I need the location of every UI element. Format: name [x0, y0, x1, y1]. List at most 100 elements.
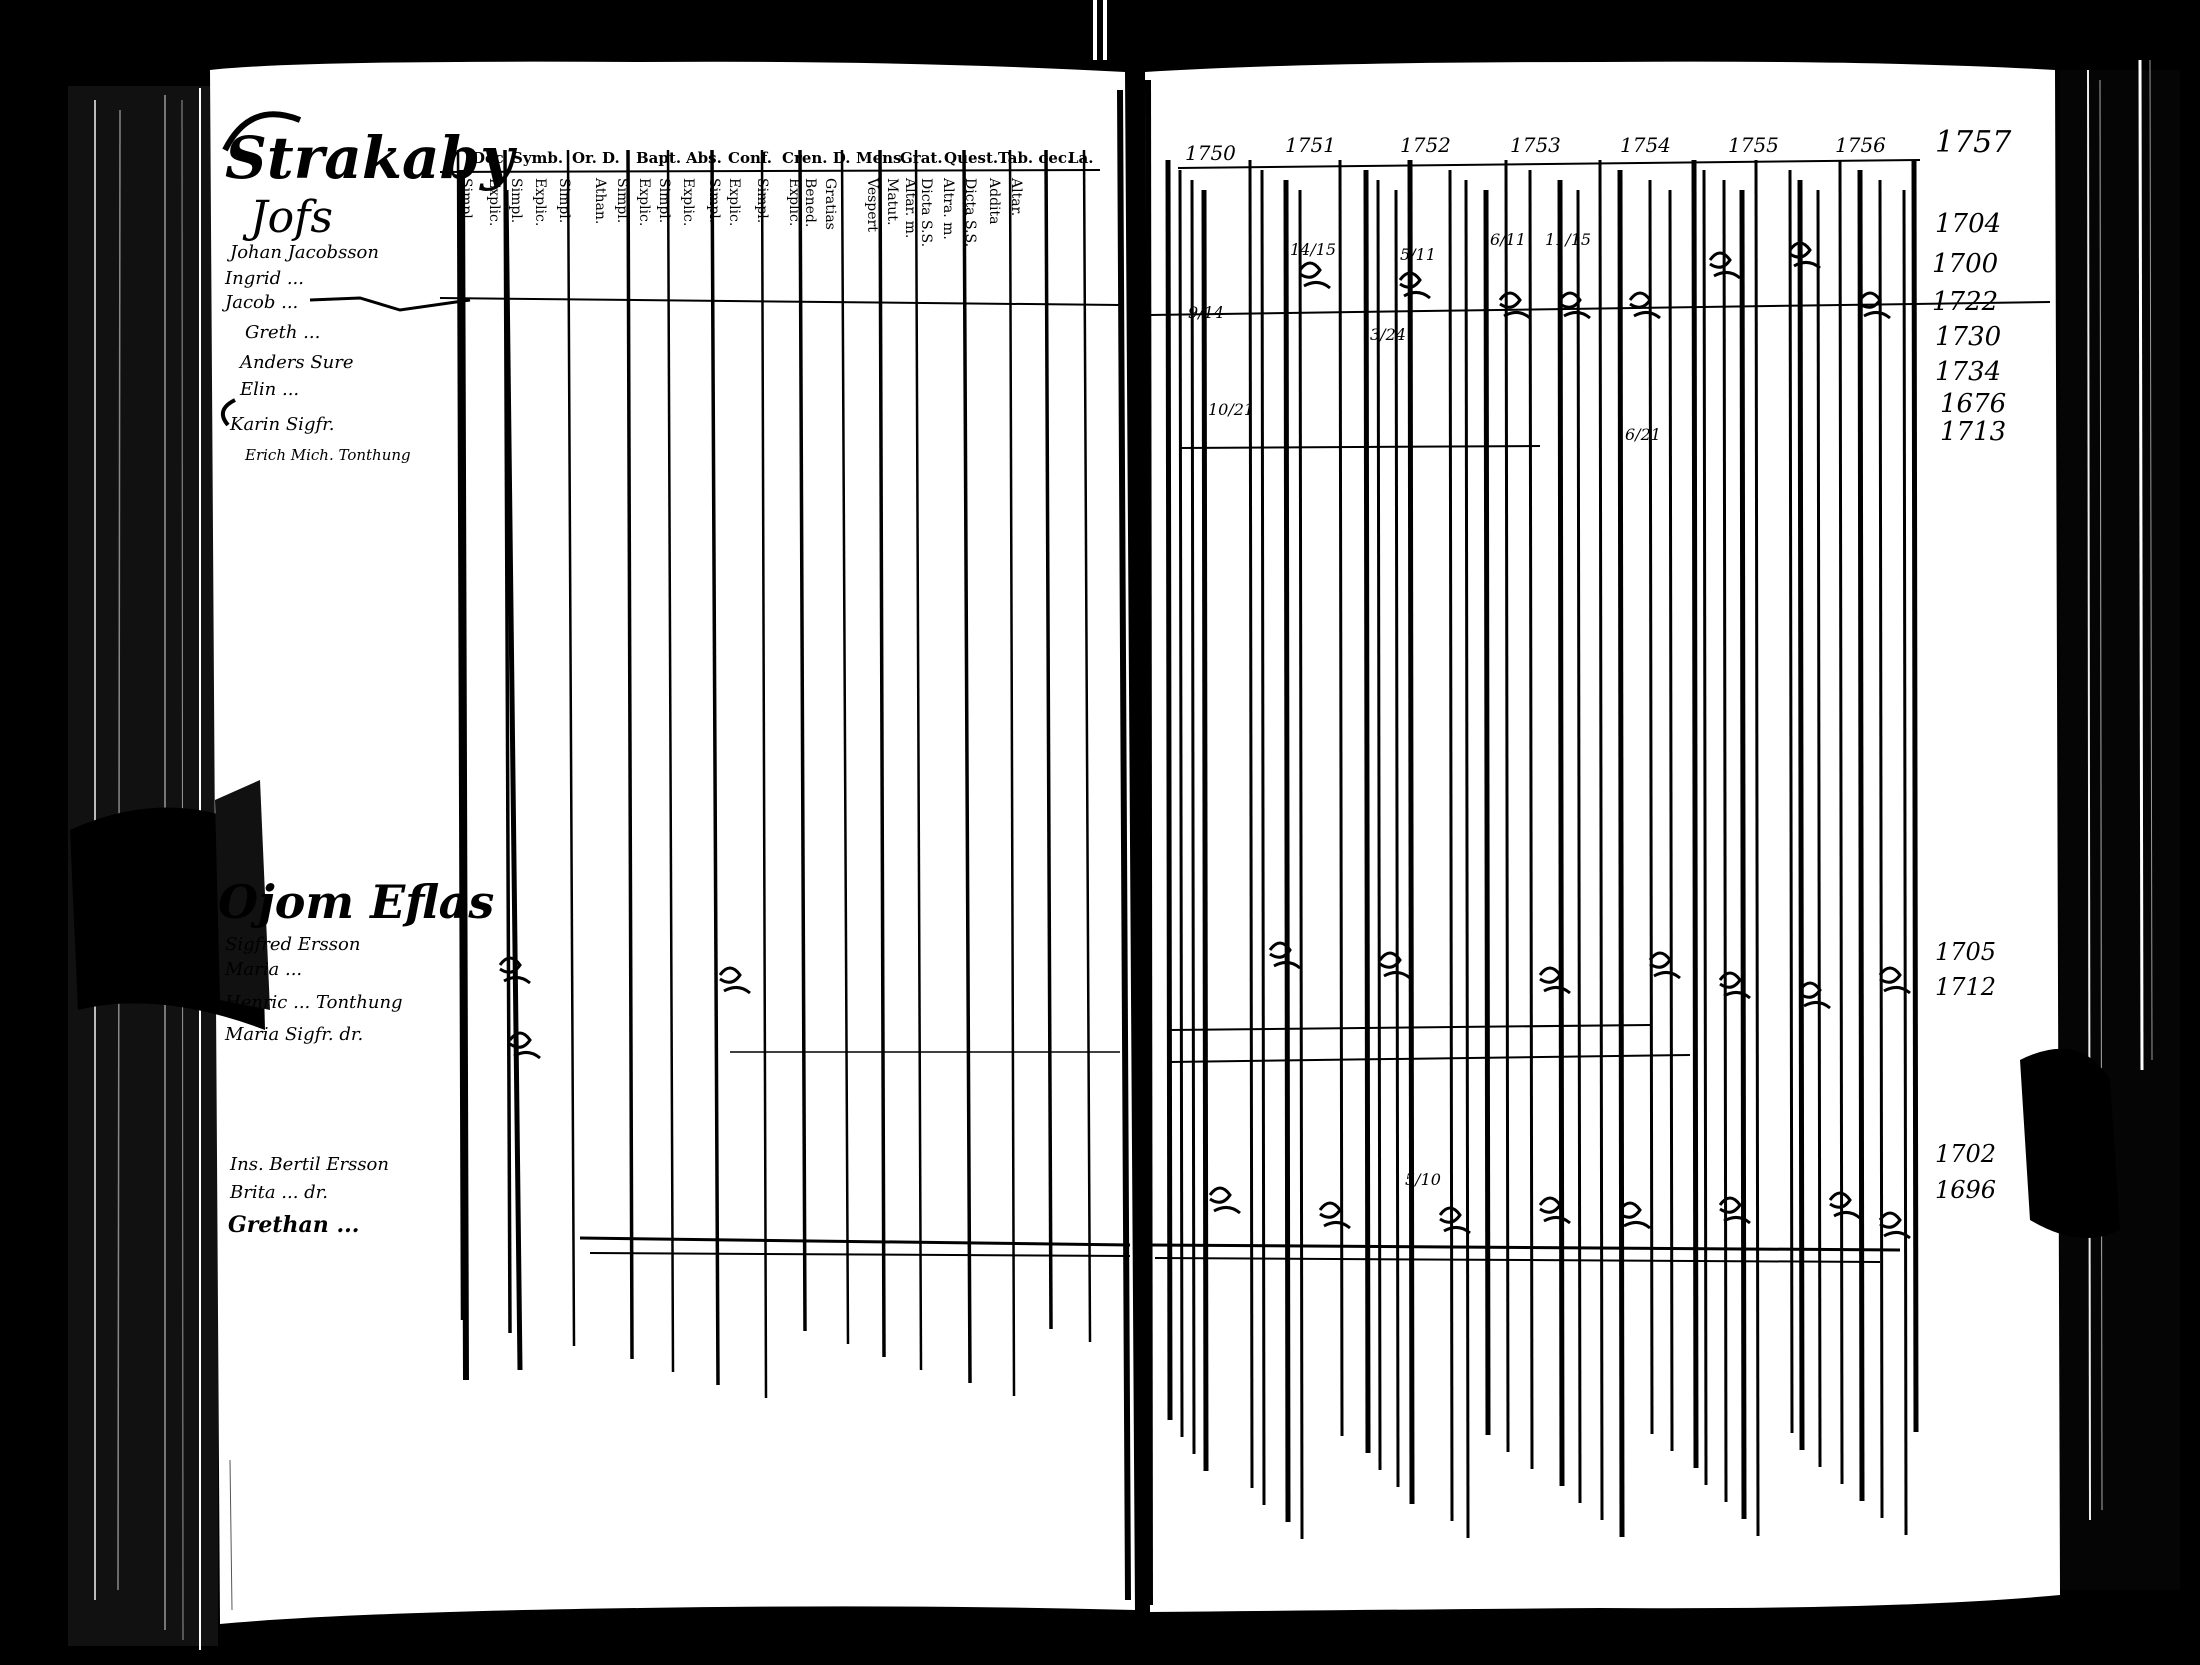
ink-flourish: [1208, 1186, 1241, 1215]
birth-year: 1676: [1940, 389, 2006, 419]
subheader-label: Simpl.: [706, 178, 722, 223]
column-rule: [1178, 169, 1184, 1438]
column-rule: [1363, 169, 1371, 1454]
subheader-label: Explic.: [532, 178, 548, 226]
subheader-label: Simpl.: [754, 178, 770, 223]
year-label: 1751: [1285, 133, 1336, 157]
column-rule: [1165, 159, 1173, 1421]
column-rule: [1483, 189, 1491, 1436]
column-rule: [1260, 169, 1266, 1506]
ink-flourish: [508, 1031, 541, 1060]
ink-flourish: [1648, 951, 1681, 980]
hdr-dec: Dec: [472, 149, 504, 167]
subheader-label: Dicta S.S.: [962, 178, 978, 247]
right-page: [1145, 61, 2120, 1613]
column-rule: [503, 189, 523, 1371]
column-rule: [710, 149, 720, 1386]
mark: 5/11: [1400, 245, 1436, 264]
column-rule: [840, 149, 850, 1345]
column-rule: [1598, 159, 1604, 1521]
birth-year: 1700: [1932, 249, 1998, 279]
subheader-label: Simpl.: [458, 178, 474, 223]
column-rule: [1617, 169, 1625, 1538]
year-label: 1753: [1510, 133, 1561, 157]
person-name: Maria Sigfr. dr.: [224, 1024, 363, 1045]
column-rule: [1557, 179, 1565, 1487]
subheader-label: Explic.: [726, 178, 742, 226]
column-rule: [1082, 149, 1092, 1343]
ink-flourish: [1318, 1201, 1351, 1230]
subheader-label: Altra. m.: [940, 177, 956, 240]
year-label: 1757: [1935, 125, 2012, 160]
column-rule: [1190, 179, 1196, 1455]
birth-year: 1722: [1932, 287, 1998, 317]
column-rule: [1691, 159, 1699, 1469]
subheader-label: Explic.: [486, 178, 502, 226]
ink-flourish: [1538, 1196, 1571, 1225]
subheader-label: Addita: [986, 177, 1002, 224]
column-rule: [1668, 189, 1674, 1452]
column-rule: [1878, 179, 1884, 1519]
person-name: Grethan ...: [228, 1212, 359, 1238]
column-rule: [1857, 169, 1865, 1502]
subheader-label: Simpl.: [556, 178, 572, 223]
mark: 5/10: [1405, 1170, 1441, 1189]
person-name: Henric ... Tonthung: [224, 992, 403, 1013]
column-rule: [1902, 189, 1908, 1536]
column-rule: [1248, 159, 1254, 1489]
right-book-edge: [2060, 59, 2180, 1590]
ink-flourish: [1718, 1196, 1751, 1225]
ink-flourish: [1798, 981, 1831, 1010]
subheader-label: Dicta S.S.: [918, 178, 934, 247]
place-title: Strakaby: [225, 124, 518, 192]
year-label: 1750: [1185, 141, 1236, 165]
group-2: Ojom Eflas Sigfred Ersson Maria ... Henr…: [218, 875, 494, 1045]
person-name: Elin ...: [239, 379, 299, 400]
ink-flourish: [1398, 271, 1431, 300]
subheader-label: Simpl.: [508, 178, 524, 223]
ink-flourish: [1708, 251, 1741, 280]
communion-marks: 9/14 10/21 14/15 6/11 5/11 11/15 3/24 6/…: [1188, 230, 1661, 1189]
horizontal-rules: [439, 297, 2051, 1263]
subheader-label: Athan.: [592, 177, 608, 224]
hdr-quest: Quest.: [944, 149, 998, 167]
hdr-tab: Tab. oec.: [998, 149, 1072, 167]
column-rule: [1394, 189, 1400, 1488]
mark: 14/15: [1290, 240, 1336, 259]
person-name: Greth ...: [245, 322, 320, 343]
left-subheaders: Simpl.Explic.Simpl.Explic.Simpl.Athan.Si…: [458, 177, 1024, 247]
ink-flourish: [1498, 291, 1531, 320]
subheader-label: Explic.: [636, 178, 652, 226]
column-rule: [1448, 169, 1454, 1522]
person-name: Jacob ...: [221, 292, 298, 313]
mark: 6/11: [1490, 230, 1526, 249]
ink-flourish: [1878, 1211, 1911, 1240]
subheader-label: Altar.: [1008, 177, 1024, 216]
ink-flourish: [1878, 966, 1911, 995]
person-name: Erich Mich. Tonthung: [244, 446, 411, 464]
person-name: Karin Sigfr.: [229, 414, 334, 435]
ink-flourish: [1438, 1206, 1471, 1235]
subheader-label: Gratias: [822, 178, 838, 230]
column-rule: [1576, 189, 1582, 1504]
column-rule: [626, 149, 634, 1360]
ink-flourish: [718, 966, 751, 995]
year-label: 1752: [1400, 133, 1451, 157]
ink-flourish: [1268, 941, 1301, 970]
year-label: 1756: [1835, 133, 1886, 157]
column-rule: [1911, 159, 1919, 1433]
person-name: Ins. Bertil Ersson: [229, 1154, 389, 1175]
column-rule: [1201, 189, 1209, 1472]
person-name: Johan Jacobsson: [226, 242, 379, 263]
mark: 10/21: [1208, 400, 1254, 419]
column-rule: [1788, 169, 1794, 1434]
person-name: Maria ...: [224, 959, 302, 980]
subheader-label: Explic.: [680, 178, 696, 226]
subheader-label: Simpl.: [614, 178, 630, 223]
subheader-label: Matut.: [884, 178, 900, 225]
column-rule: [1754, 159, 1760, 1537]
ink-flourish: [1558, 291, 1591, 320]
subheader-label: Bened.: [802, 178, 818, 227]
ink-flourish: [1788, 241, 1821, 270]
